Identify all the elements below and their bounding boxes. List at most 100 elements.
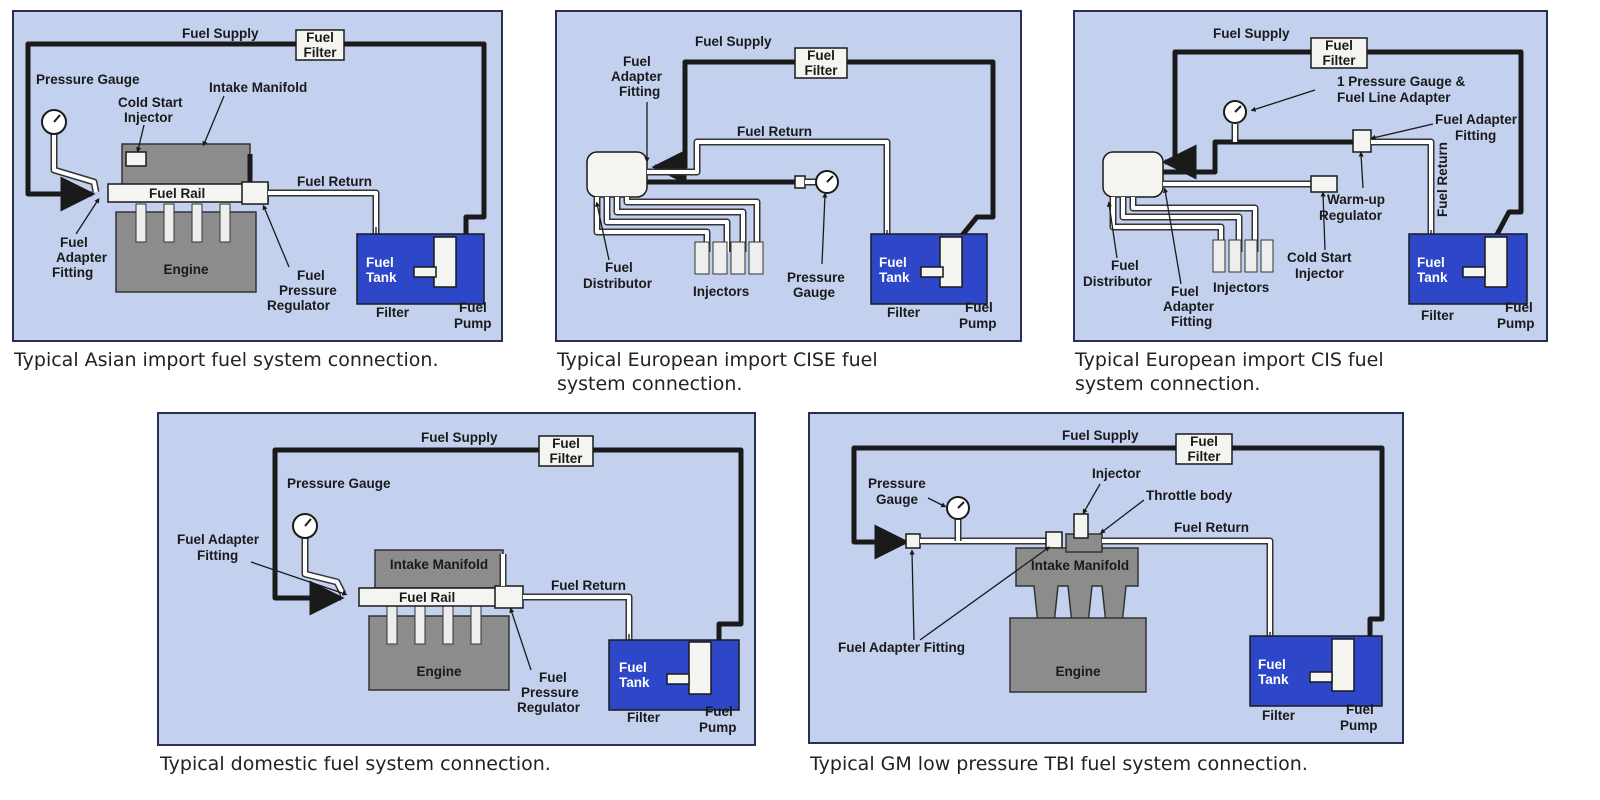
tank-label-2: Tank: [366, 270, 397, 285]
cold-start-injector-icon: [125, 151, 147, 167]
throttle-body-label: Throttle body: [1146, 488, 1233, 503]
injector-shape: [1073, 513, 1089, 539]
regulator-label-1: Fuel: [539, 670, 567, 685]
regulator-label-2: Pressure: [521, 685, 579, 700]
fuel-supply-label: Fuel Supply: [1213, 26, 1290, 41]
caption-gm-tbi: Typical GM low pressure TBI fuel system …: [810, 753, 1308, 775]
tank-label-2: Tank: [1417, 270, 1448, 285]
fuel-return-label: Fuel Return: [1435, 142, 1450, 217]
pump-label-2: Pump: [959, 316, 997, 331]
fuel-return-label: Fuel Return: [737, 124, 812, 139]
injectors-group: [1212, 239, 1274, 273]
fuel-distributor-shape: [1102, 151, 1164, 198]
fuel-filter-label-1: Fuel: [306, 30, 334, 45]
fuel-filter-label-2: Filter: [804, 63, 838, 78]
fuel-filter-box: [1310, 37, 1368, 69]
caption-cise-line-2: system connection.: [557, 373, 743, 395]
adapter-label-3: Fitting: [619, 84, 660, 99]
fuel-filter-label-2: Filter: [303, 45, 337, 60]
injectors-label: Injectors: [1213, 280, 1269, 295]
adapter-label-1: Fuel: [1171, 284, 1199, 299]
fuel-distributor-shape: [586, 151, 648, 198]
intake-manifold-label: Intake Manifold: [209, 80, 307, 95]
fuel-filter-label-1: Fuel: [807, 48, 835, 63]
panel-european-cise: Fuel Filter Fuel Supply Fuel Return Pres…: [555, 10, 1022, 342]
intake-manifold-label: Intake Manifold: [1031, 558, 1129, 573]
gauge-label-2: Gauge: [876, 492, 919, 507]
engine-label: Engine: [163, 262, 208, 277]
adapter-fitting-label-1: Fuel Adapter: [1435, 112, 1518, 127]
panel-gm-tbi: Fuel Filter Fuel Supply Pressure Gauge I…: [808, 412, 1404, 744]
diagram-gm-tbi: Fuel Filter Fuel Supply Pressure Gauge I…: [838, 428, 1385, 733]
tank-filter-shape: [1462, 266, 1486, 278]
injectors-group: [135, 203, 231, 243]
engine-label: Engine: [416, 664, 461, 679]
diagram-domestic: Fuel Filter Fuel Supply Pressure Gauge I…: [177, 430, 744, 735]
cold-start-label-2: Injector: [124, 110, 174, 125]
caption-cis: Typical European import CIS fuel system …: [1075, 348, 1384, 396]
injectors-group: [694, 241, 764, 275]
injector-label: Injector: [1092, 466, 1142, 481]
cold-start-label-1: Cold Start: [118, 95, 183, 110]
adapter-label-3: Fitting: [52, 265, 93, 280]
pump-label-1: Fuel: [459, 300, 487, 315]
adapter-fitting-label: Fuel Adapter Fitting: [838, 640, 965, 655]
filter-label: Filter: [1262, 708, 1296, 723]
fuel-filter-box: [1175, 433, 1233, 465]
tank-filter-shape: [920, 266, 944, 278]
pump-label-1: Fuel: [965, 300, 993, 315]
fuel-supply-label: Fuel Supply: [182, 26, 259, 41]
distributor-label-1: Fuel: [605, 260, 633, 275]
fuel-filter-label-2: Filter: [1322, 53, 1356, 68]
caption-cis-line-1: Typical European import CIS fuel: [1075, 349, 1384, 371]
fuel-pump-shape: [1331, 638, 1355, 692]
distributor-label-2: Distributor: [583, 276, 653, 291]
pump-label-2: Pump: [1497, 316, 1535, 331]
pump-label-1: Fuel: [705, 704, 733, 719]
adapter-label-1: Fuel Adapter: [177, 532, 260, 547]
fuel-rail-label: Fuel Rail: [149, 186, 205, 201]
regulator-label-2: Pressure: [279, 283, 337, 298]
tank-label-2: Tank: [879, 270, 910, 285]
warmup-label-1: Warm-up: [1327, 192, 1385, 207]
fuel-return-label: Fuel Return: [297, 174, 372, 189]
adapter-label-2: Adapter: [56, 250, 108, 265]
filter-label: Filter: [887, 305, 921, 320]
fuel-return-label: Fuel Return: [1174, 520, 1249, 535]
fuel-filter-label-1: Fuel: [552, 436, 580, 451]
fuel-filter-box: [295, 29, 345, 61]
cold-start-label-1: Cold Start: [1287, 250, 1352, 265]
adapter-label-3: Fitting: [1171, 314, 1212, 329]
gauge-adapter-label-2: Fuel Line Adapter: [1337, 90, 1451, 105]
fuel-supply-label: Fuel Supply: [1062, 428, 1139, 443]
fuel-supply-line-2: [25, 41, 296, 212]
regulator-label-3: Regulator: [517, 700, 581, 715]
pressure-gauge-label: Pressure Gauge: [287, 476, 391, 491]
engine-shape: [1009, 617, 1147, 693]
pump-label-2: Pump: [1340, 718, 1378, 733]
fuel-filter-box: [538, 435, 594, 467]
regulator-label-1: Fuel: [297, 268, 325, 283]
tank-label-2: Tank: [1258, 672, 1289, 687]
filter-label: Filter: [627, 710, 661, 725]
pressure-gauge-label: Pressure Gauge: [36, 72, 140, 87]
fuel-line-adapter-shape: [1352, 129, 1372, 153]
fuel-rail-label: Fuel Rail: [399, 590, 455, 605]
diagram-asian: Fuel Filter Fuel Supply Pressure Gauge I…: [25, 26, 492, 331]
fuel-pump-shape: [1484, 236, 1508, 288]
distributor-label-1: Fuel: [1111, 258, 1139, 273]
engine-label: Engine: [1055, 664, 1100, 679]
pressure-regulator-shape: [241, 181, 269, 205]
cold-start-injector-shape: [1310, 175, 1338, 193]
adapter-fitting-label-2: Fitting: [1455, 128, 1496, 143]
filter-label: Filter: [376, 305, 410, 320]
adapter-label-1: Fuel: [60, 235, 88, 250]
fuel-filter-label-1: Fuel: [1190, 434, 1218, 449]
tank-label-1: Fuel: [1417, 255, 1445, 270]
tank-filter-shape: [413, 266, 437, 278]
gauge-label-1: Pressure: [787, 270, 845, 285]
caption-cis-line-2: system connection.: [1075, 373, 1261, 395]
tank-label-1: Fuel: [1258, 657, 1286, 672]
fuel-filter-box: [794, 47, 848, 79]
tank-filter-shape: [666, 673, 690, 685]
